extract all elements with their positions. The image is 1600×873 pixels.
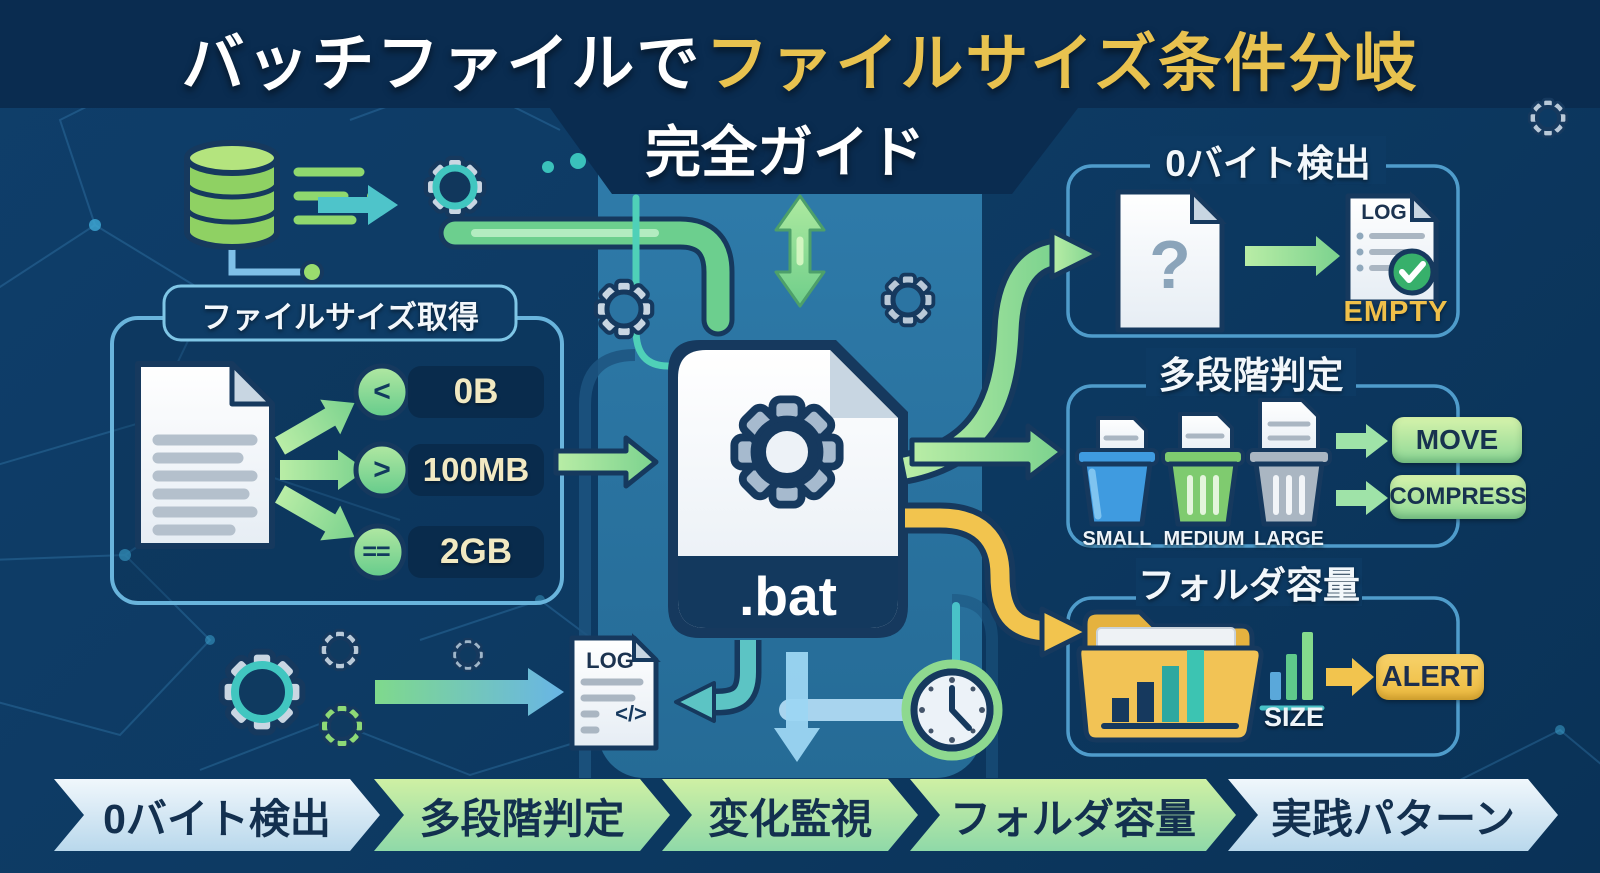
document-icon xyxy=(135,361,275,549)
size-label: SIZE xyxy=(1263,701,1324,732)
banner-step-practice-patterns: 実践パターン xyxy=(1228,779,1558,851)
operator-equals: == xyxy=(362,537,390,566)
unknown-file-mark: ? xyxy=(1149,227,1191,303)
threshold-0b: 0B xyxy=(408,366,544,418)
gears-to-log-arrow xyxy=(375,668,564,716)
gear-cluster-bottomleft xyxy=(222,628,366,750)
code-mark-icon: </> xyxy=(615,701,647,726)
threshold-2gb: 2GB xyxy=(408,526,544,578)
gear-icon-left-of-bat xyxy=(596,281,652,337)
clock-icon xyxy=(901,659,1003,761)
operator-less-than: < xyxy=(373,375,391,408)
folder-panel-title: フォルダ容量 xyxy=(1136,558,1362,606)
alert-action-badge: ALERT xyxy=(1376,654,1484,700)
comparison-arrows xyxy=(275,399,366,541)
size-chart-icon xyxy=(1259,632,1325,711)
gear-icon-topleft xyxy=(426,158,484,216)
gear-icon-mid-bottom xyxy=(450,637,486,673)
bat-to-log-arrow xyxy=(674,640,762,723)
banner-step-folder-capacity: フォルダ容量 xyxy=(910,779,1236,851)
gear-icon-topright xyxy=(1527,97,1569,139)
page-title: バッチファイルでファイルサイズ条件分岐 xyxy=(0,18,1600,99)
move-arrow xyxy=(1336,424,1388,458)
page-title-main: バッチファイルで xyxy=(181,28,702,99)
bat-down-arrow xyxy=(774,652,820,762)
folder-chart-icon xyxy=(1076,609,1264,743)
bin-label-small: SMALL xyxy=(1082,527,1152,550)
file-size-panel-header: ファイルサイズ取得 xyxy=(200,299,480,335)
zerobyte-internal-arrow xyxy=(1245,236,1340,276)
double-arrow-vertical xyxy=(774,194,826,308)
multi-level-panel-title: 多段階判定 xyxy=(1146,348,1356,396)
log-output-icon xyxy=(569,633,661,751)
bin-label-large: LARGE xyxy=(1254,527,1324,550)
empty-result-label: EMPTY xyxy=(1343,295,1449,328)
db-to-gear-arrow xyxy=(318,185,398,225)
compress-action-badge: COMPRESS xyxy=(1389,475,1527,519)
log-check-label: LOG xyxy=(1361,201,1407,224)
gear-icon-right-of-bat xyxy=(880,272,936,328)
panel-to-bat-arrow xyxy=(553,435,659,489)
log-output-label: LOG xyxy=(586,648,634,673)
bin-label-medium: MEDIUM xyxy=(1163,527,1245,550)
banner-step-multi-level: 多段階判定 xyxy=(374,779,670,851)
bat-file-icon xyxy=(668,340,908,638)
compress-arrow xyxy=(1336,481,1388,515)
bin-large-icon xyxy=(1246,398,1332,527)
flow-pipes xyxy=(438,194,960,721)
bat-extension-label: .bat xyxy=(739,565,837,627)
page-title-accent: ファイルサイズ条件分岐 xyxy=(705,28,1419,99)
zero-byte-panel-title: 0バイト検出 xyxy=(1150,136,1386,184)
operator-greater-than: > xyxy=(373,453,391,486)
title-band xyxy=(0,0,1600,194)
alert-arrow xyxy=(1326,658,1374,696)
bin-small-icon xyxy=(1075,416,1159,527)
bat-to-multilevel-arrow xyxy=(909,423,1065,481)
log-check-icon xyxy=(1345,191,1441,305)
banner-step-change-watch: 変化監視 xyxy=(662,779,918,851)
bin-medium-icon xyxy=(1161,412,1245,527)
unknown-file-icon xyxy=(1115,187,1227,333)
threshold-100mb: 100MB xyxy=(408,444,544,496)
move-action-badge: MOVE xyxy=(1392,417,1522,463)
bat-to-folder-arrow xyxy=(905,502,1091,658)
banner-step-zero-byte: 0バイト検出 xyxy=(54,779,380,851)
page-subtitle: 完全ガイド xyxy=(645,120,925,184)
